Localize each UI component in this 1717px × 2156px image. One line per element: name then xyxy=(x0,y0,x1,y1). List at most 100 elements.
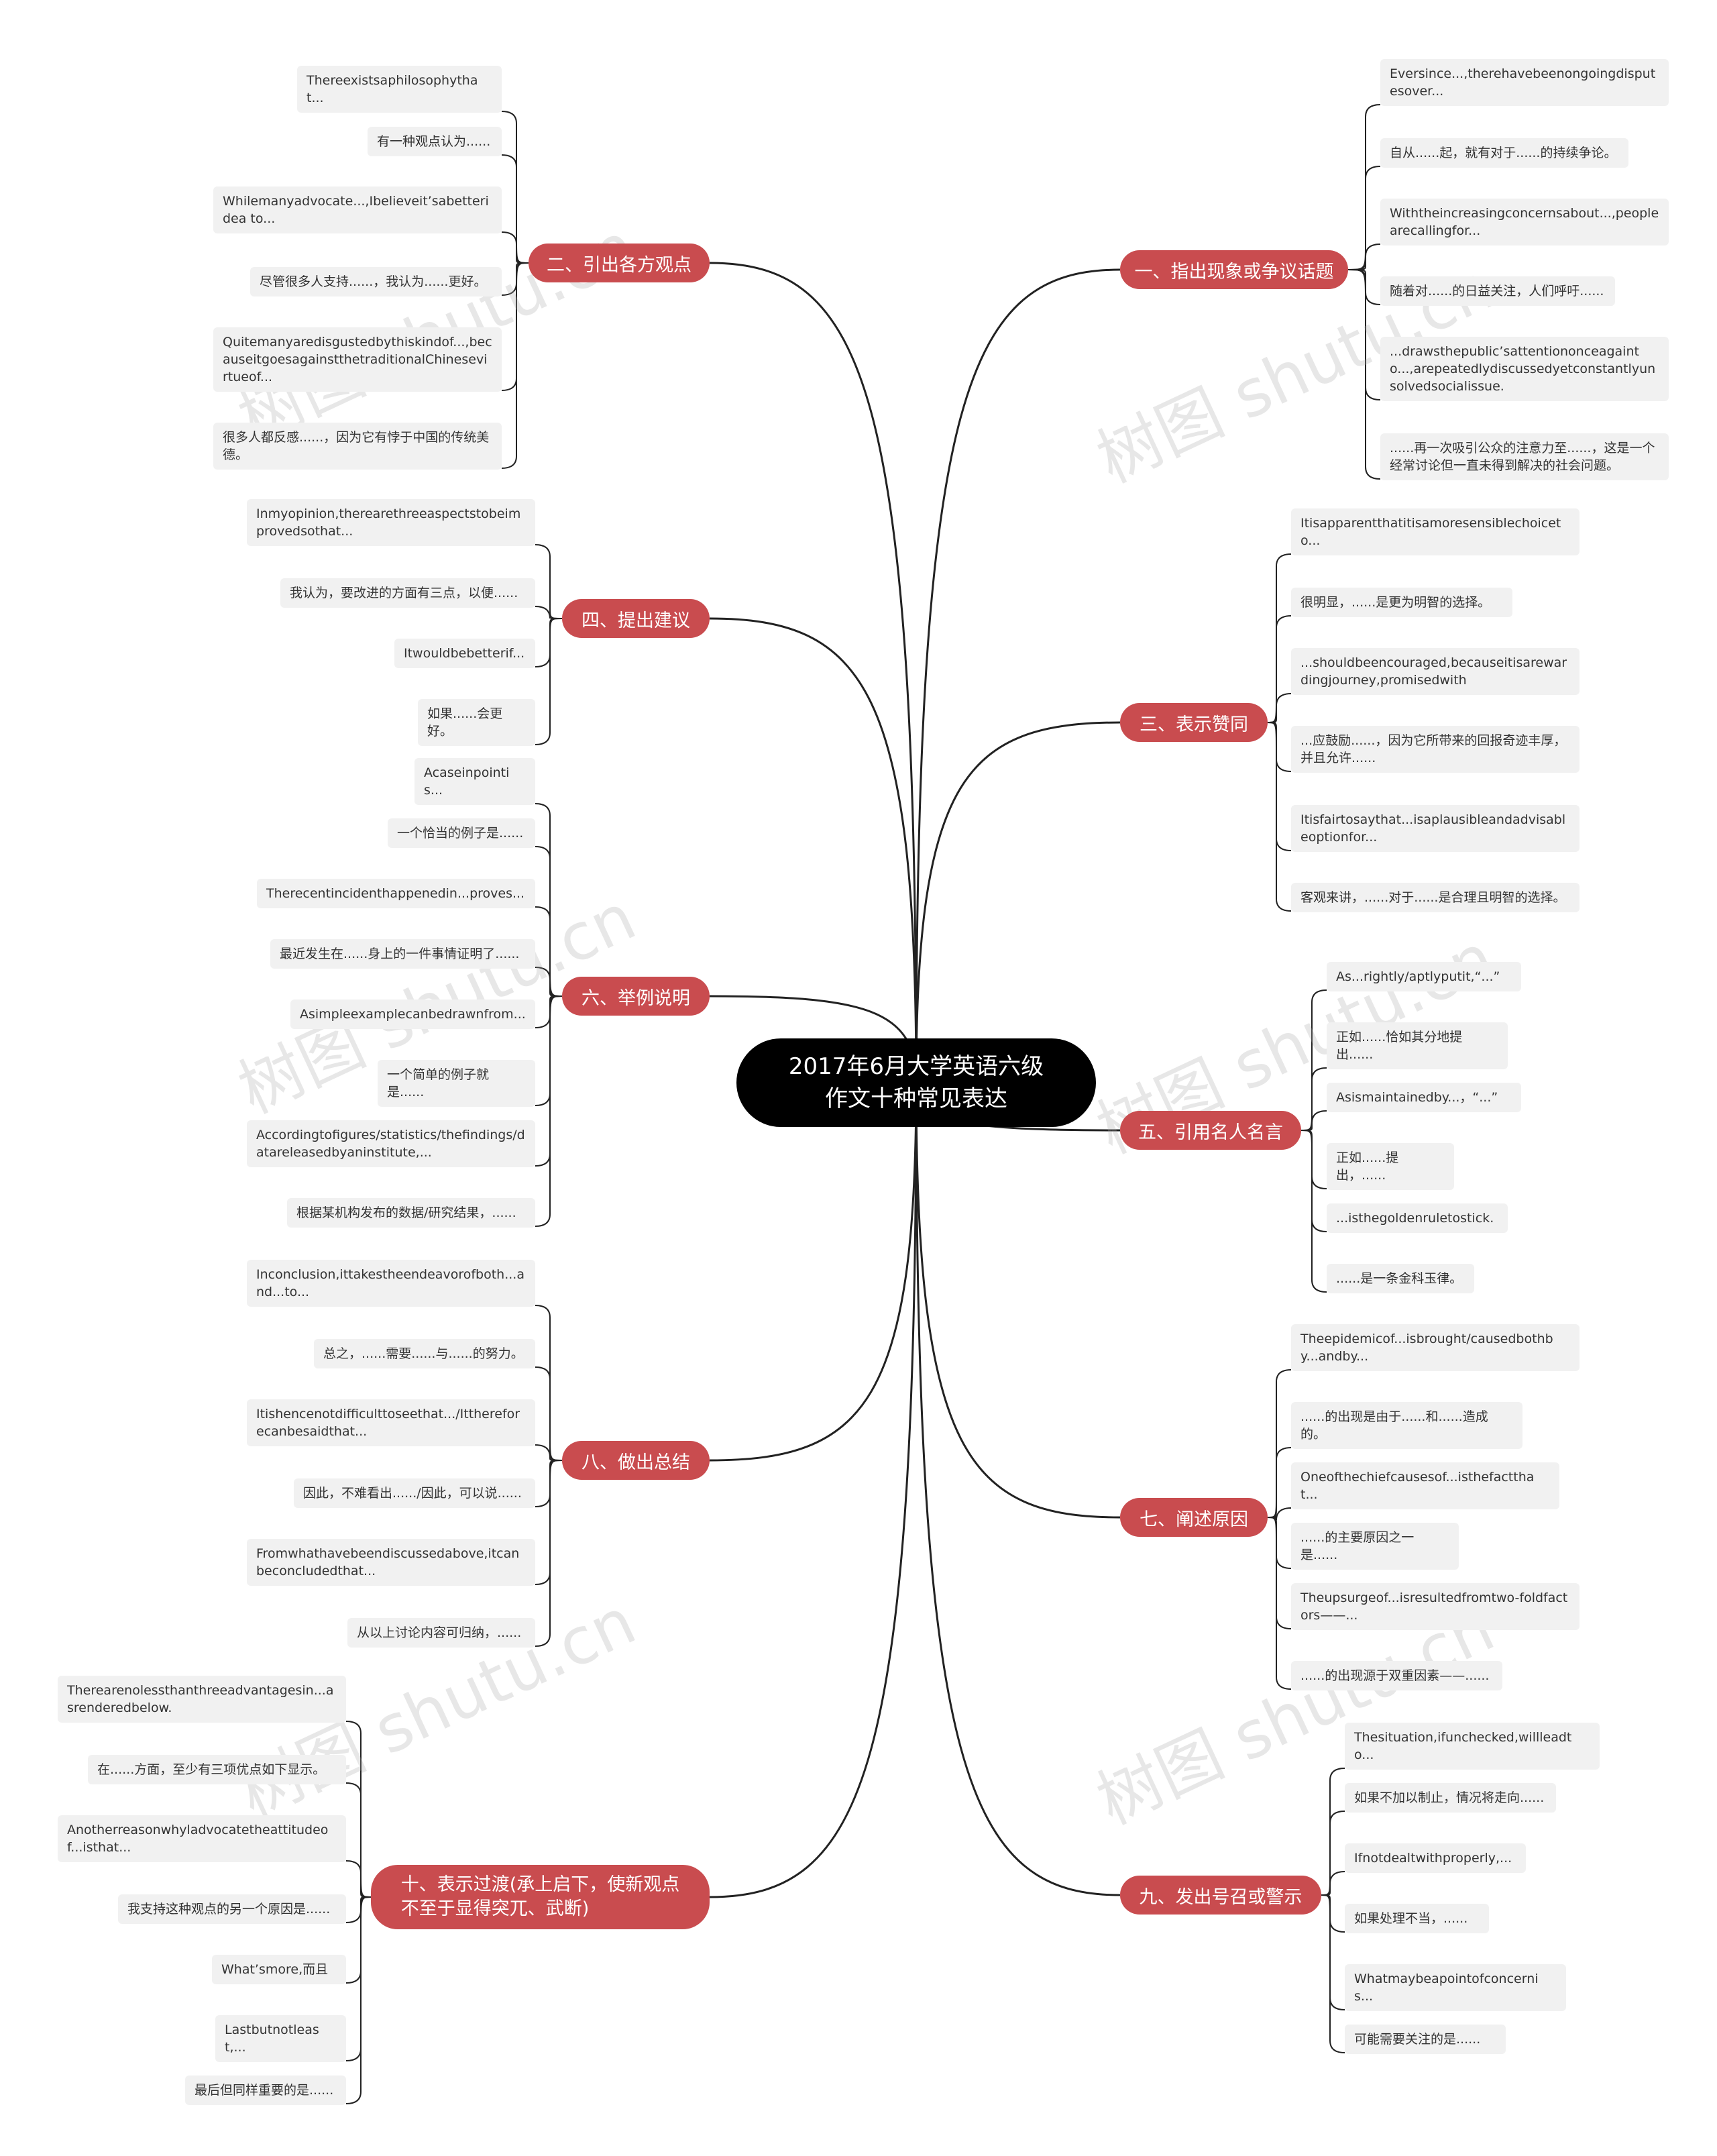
leaf-5-5[interactable]: ...isthegoldenruletostick. xyxy=(1327,1203,1508,1233)
leaf-10-7[interactable]: 最后但同样重要的是...... xyxy=(185,2076,346,2105)
leaf-2-1[interactable]: Thereexistsaphilosophythat... xyxy=(297,66,502,113)
leaf-connector xyxy=(1300,1110,1327,1131)
leaf-6-4[interactable]: 最近发生在......身上的一件事情证明了...... xyxy=(270,939,535,969)
leaf-1-6[interactable]: ......再一次吸引公众的注意力至......，这是一个经常讨论但一直未得到解… xyxy=(1380,433,1669,480)
root-topic[interactable]: 2017年6月大学英语六级 作文十种常见表达 xyxy=(736,1038,1096,1127)
leaf-6-6[interactable]: 一个简单的例子就是...... xyxy=(378,1060,535,1107)
leaf-9-2[interactable]: 如果不加以制止，情况将走向...... xyxy=(1345,1783,1556,1813)
leaf-9-5[interactable]: Whatmaybeapointofconcernis... xyxy=(1345,1964,1566,2011)
leaf-1-1[interactable]: Eversince...,therehavebeenongoingdispute… xyxy=(1380,59,1669,106)
branch-connector xyxy=(709,1082,918,1462)
leaf-8-1[interactable]: Inconclusion,ittakestheendeavorofboth...… xyxy=(247,1260,535,1307)
leaf-1-3[interactable]: Withtheincreasingconcernsabout...,people… xyxy=(1380,199,1669,246)
leaf-3-5[interactable]: Itisfairtosaythat...isaplausibleandadvis… xyxy=(1291,805,1580,852)
branch-topic-6[interactable]: 六、举例说明 xyxy=(562,977,710,1016)
leaf-2-4[interactable]: 尽管很多人支持......，我认为......更好。 xyxy=(250,267,502,297)
leaf-1-5[interactable]: ...drawsthepublic’sattentiononceagainto.… xyxy=(1380,337,1669,401)
branch-topic-4[interactable]: 四、提出建议 xyxy=(562,599,710,638)
leaf-connector xyxy=(1347,269,1381,480)
leaf-connector xyxy=(345,1721,372,1898)
leaf-connector xyxy=(345,1896,372,1923)
leaf-8-6[interactable]: 从以上讨论内容可归纳，...... xyxy=(347,1618,535,1648)
leaf-7-2[interactable]: ......的出现是由于......和......造成的。 xyxy=(1291,1402,1522,1449)
leaf-connector xyxy=(345,1860,372,1898)
leaf-10-1[interactable]: Therearenolessthanthreeadvantagesin...as… xyxy=(58,1676,346,1723)
leaf-8-3[interactable]: Itishencenotdifficulttoseethat.../Itther… xyxy=(247,1399,535,1446)
leaf-1-4[interactable]: 随着对......的日益关注，人们呼吁...... xyxy=(1380,276,1615,306)
leaf-3-1[interactable]: Itisapparentthatitisamoresensiblechoicet… xyxy=(1291,508,1580,555)
branch-topic-9[interactable]: 九、发出号召或警示 xyxy=(1120,1876,1321,1915)
leaf-connector xyxy=(1300,1130,1327,1293)
leaf-7-3[interactable]: Oneofthechiefcausesof...isthefactthat... xyxy=(1291,1462,1559,1509)
leaf-8-4[interactable]: 因此，不难看出....../因此，可以说...... xyxy=(294,1478,535,1508)
branch-topic-8[interactable]: 八、做出总结 xyxy=(562,1441,710,1480)
leaf-10-2[interactable]: 在......方面，至少有三项优点如下显示。 xyxy=(88,1755,346,1784)
branch-topic-10[interactable]: 十、表示过渡(承上启下，使新观点 不至于显得突兀、武断) xyxy=(371,1865,710,1929)
leaf-connector xyxy=(345,1896,372,2104)
leaf-3-3[interactable]: ...shouldbeencouraged,becauseitisareward… xyxy=(1291,648,1580,695)
leaf-connector xyxy=(1267,1517,1292,1690)
leaf-5-4[interactable]: 正如......提出，...... xyxy=(1327,1143,1454,1190)
leaf-4-2[interactable]: 我认为，要改进的方面有三点，以便...... xyxy=(280,578,535,608)
leaf-7-5[interactable]: Theupsurgeof...isresultedfromtwo-foldfac… xyxy=(1291,1583,1580,1630)
leaf-connector xyxy=(1321,1894,1345,1933)
leaf-connector xyxy=(1347,269,1381,400)
leaf-connector xyxy=(535,906,563,997)
leaf-9-4[interactable]: 如果处理不当，...... xyxy=(1345,1904,1489,1933)
leaf-10-3[interactable]: Anotherreasonwhyladvocatetheattitudeof..… xyxy=(58,1815,346,1862)
leaf-3-4[interactable]: ...应鼓励......，因为它所带来的回报奇迹丰厚，并且允许...... xyxy=(1291,726,1580,773)
leaf-4-3[interactable]: Itwouldbebetterif... xyxy=(394,639,535,668)
leaf-connector xyxy=(535,1444,563,1461)
leaf-connector xyxy=(501,111,529,264)
leaf-7-4[interactable]: ......的主要原因之一是...... xyxy=(1291,1523,1459,1570)
branch-connector xyxy=(709,617,918,1083)
branch-topic-7[interactable]: 七、阐述原因 xyxy=(1120,1498,1268,1537)
leaf-connector xyxy=(535,544,563,619)
leaf-10-6[interactable]: Lastbutnotleast,... xyxy=(215,2015,346,2062)
leaf-connector xyxy=(1267,1517,1292,1569)
leaf-10-5[interactable]: What’smore,而且 xyxy=(212,1955,346,1984)
leaf-9-1[interactable]: Thesituation,ifunchecked,willleadto... xyxy=(1345,1723,1600,1770)
leaf-5-2[interactable]: 正如......恰如其分地提出...... xyxy=(1327,1022,1508,1069)
branch-topic-1[interactable]: 一、指出现象或争议话题 xyxy=(1120,250,1348,289)
leaf-3-6[interactable]: 客观来讲，......对于......是合理且明智的选择。 xyxy=(1291,883,1580,912)
leaf-9-6[interactable]: 可能需要关注的是...... xyxy=(1345,2025,1506,2054)
leaf-6-7[interactable]: Accordingtofigures/statistics/thefinding… xyxy=(247,1120,535,1167)
leaf-5-1[interactable]: As...rightly/aptlyputit,“...” xyxy=(1327,962,1521,991)
leaf-4-4[interactable]: 如果......会更好。 xyxy=(418,699,535,746)
branch-topic-3[interactable]: 三、表示赞同 xyxy=(1120,703,1268,742)
leaf-8-2[interactable]: 总之，......需要......与......的努力。 xyxy=(314,1339,535,1368)
leaf-6-1[interactable]: Acaseinpointis... xyxy=(414,758,535,805)
leaf-5-6[interactable]: ......是一条金科玉律。 xyxy=(1327,1264,1474,1293)
leaf-2-6[interactable]: 很多人都反感......，因为它有悖于中国的传统美德。 xyxy=(213,423,502,470)
leaf-2-5[interactable]: Quitemanyaredisgustedbythiskindof...,bec… xyxy=(213,327,502,392)
leaf-5-3[interactable]: Asismaintainedby...，“...” xyxy=(1327,1083,1521,1112)
leaf-1-2[interactable]: 自从......起，就有对于......的持续争论。 xyxy=(1380,138,1628,168)
leaf-3-2[interactable]: 很明显，......是更为明智的选择。 xyxy=(1291,588,1512,617)
leaf-connector xyxy=(1267,1517,1292,1629)
leaf-6-3[interactable]: Therecentincidenthappenedin...proves... xyxy=(257,879,535,908)
leaf-7-1[interactable]: Theepidemicof...isbrought/causedbothby..… xyxy=(1291,1324,1580,1371)
leaf-2-2[interactable]: 有一种观点认为...... xyxy=(368,127,502,156)
leaf-6-2[interactable]: 一个恰当的例子是...... xyxy=(388,818,535,848)
branch-topic-5[interactable]: 五、引用名人名言 xyxy=(1120,1111,1301,1150)
leaf-connector xyxy=(501,262,529,469)
leaf-9-3[interactable]: Ifnotdealtwithproperly,... xyxy=(1345,1843,1526,1873)
leaf-connector xyxy=(1300,1130,1327,1189)
leaf-connector xyxy=(535,995,563,1227)
leaf-4-1[interactable]: Inmyopinion,therearethreeaspectstobeimpr… xyxy=(247,499,535,546)
leaf-connector xyxy=(1267,1447,1292,1518)
leaf-6-5[interactable]: Asimpleexamplecanbedrawnfrom... xyxy=(290,1000,535,1029)
leaf-connector xyxy=(1347,166,1381,270)
leaf-7-6[interactable]: ......的出现源于双重因素——...... xyxy=(1291,1661,1502,1690)
leaf-2-3[interactable]: Whilemanyadvocate...,Ibelieveit’sabetter… xyxy=(213,186,502,233)
branch-connector xyxy=(709,262,918,1083)
leaf-connector xyxy=(345,1896,372,1984)
leaf-connector xyxy=(535,618,563,667)
leaf-10-4[interactable]: 我支持这种观点的另一个原因是...... xyxy=(118,1894,346,1924)
leaf-8-5[interactable]: Fromwhathavebeendiscussedabove,itcanbeco… xyxy=(247,1539,535,1586)
leaf-connector xyxy=(1267,722,1292,912)
leaf-6-8[interactable]: 根据某机构发布的数据/研究结果，...... xyxy=(287,1198,535,1228)
branch-topic-2[interactable]: 二、引出各方观点 xyxy=(529,244,710,282)
